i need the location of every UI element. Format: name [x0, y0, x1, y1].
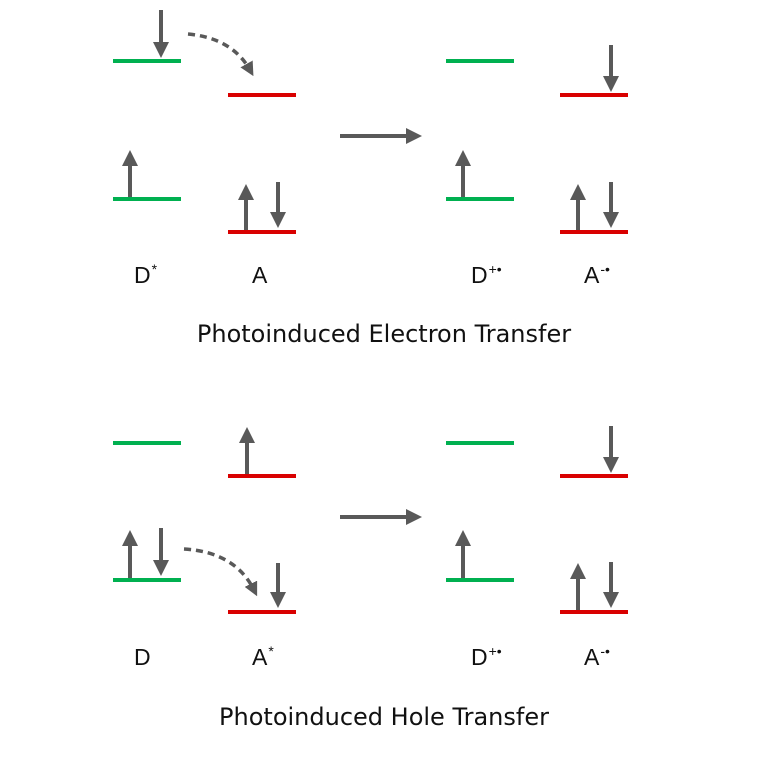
- title-electron-transfer: Photoinduced Electron Transfer: [196, 320, 572, 348]
- label-donor-excited: D*: [134, 261, 158, 288]
- label-acceptor: A: [252, 262, 268, 288]
- label-donor-cation: D+•: [471, 643, 502, 670]
- label-acceptor-excited: A*: [252, 643, 274, 670]
- donor-ground-before: [113, 441, 181, 582]
- label-acceptor-anion: A-•: [584, 643, 610, 670]
- dashed-transfer-arrow-icon: [187, 32, 254, 77]
- dashed-transfer-arrow-icon: [183, 547, 258, 597]
- donor-cation-after: [446, 441, 514, 582]
- donor-excited-before: [113, 10, 181, 201]
- acceptor-anion-after: [560, 426, 628, 614]
- panel-electron-transfer: [113, 10, 628, 234]
- acceptor-anion-after: [560, 45, 628, 234]
- label-donor: D: [134, 644, 151, 670]
- acceptor-excited-before: [228, 427, 296, 614]
- panel-hole-transfer: [113, 426, 628, 614]
- donor-cation-after: [446, 59, 514, 201]
- title-hole-transfer: Photoinduced Hole Transfer: [219, 703, 549, 731]
- label-donor-cation: D+•: [471, 261, 502, 288]
- label-acceptor-anion: A-•: [584, 261, 610, 288]
- acceptor-before: [228, 93, 296, 234]
